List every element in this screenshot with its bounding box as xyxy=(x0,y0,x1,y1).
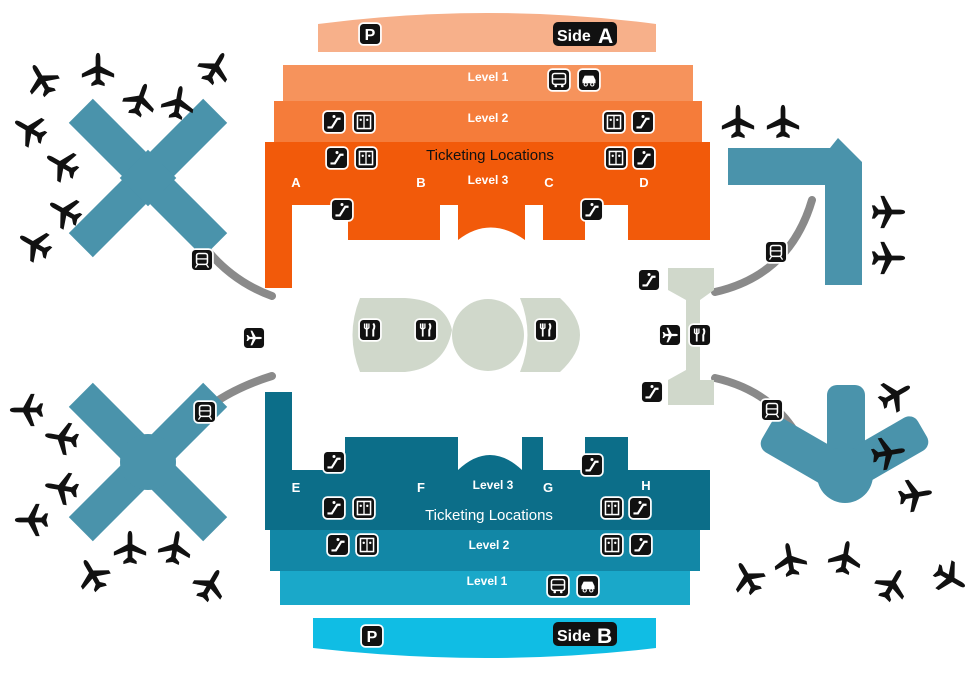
airplane-icon xyxy=(871,241,906,275)
side-b-parking-label: P xyxy=(367,629,378,646)
airplane-icon xyxy=(70,552,116,598)
escalator-icon xyxy=(322,110,346,134)
escalator-icon xyxy=(631,110,655,134)
gate-b-label: B xyxy=(416,175,425,190)
south-gate-labels: E F G H xyxy=(292,478,651,495)
tram-icon xyxy=(193,400,217,424)
elevator-icon xyxy=(600,496,624,520)
side-a-label: Side xyxy=(557,28,591,45)
airplane-icon xyxy=(12,222,58,268)
airplane-icon xyxy=(771,540,809,579)
restaurant-icon xyxy=(688,323,712,347)
airplane-icon xyxy=(9,393,44,427)
airplane-icon xyxy=(766,104,800,139)
airplane-icon xyxy=(872,372,918,418)
escalator-icon xyxy=(637,268,661,292)
airplane-icon xyxy=(658,323,682,347)
airplane-icon xyxy=(725,555,771,601)
restaurant-icon xyxy=(414,318,438,342)
escalator-icon xyxy=(632,146,656,170)
airplane-icon xyxy=(42,469,81,507)
escalator-icon xyxy=(326,533,350,557)
airplane-icon xyxy=(927,555,973,601)
north-level-3 xyxy=(265,142,710,288)
airplane-icon xyxy=(896,476,935,514)
tram-icon xyxy=(764,240,788,264)
gate-f-label: F xyxy=(417,480,425,495)
airplane-icon xyxy=(113,530,147,565)
airplane-icon xyxy=(721,104,755,139)
tram-icon xyxy=(190,248,214,272)
escalator-icon xyxy=(322,450,346,474)
airplane-icon xyxy=(826,538,864,577)
airplane-icon xyxy=(7,107,53,153)
car-icon xyxy=(576,574,600,598)
side-a-letter: A xyxy=(598,25,613,48)
gate-d-label: D xyxy=(639,175,648,190)
side-b-badge xyxy=(553,622,617,646)
car-icon xyxy=(577,68,601,92)
side-b-sign: P Side B xyxy=(360,622,617,648)
gate-g-label: G xyxy=(543,480,553,495)
airplane-icon xyxy=(156,528,194,567)
south-level-2-label: Level 2 xyxy=(469,538,510,552)
airplane-icon xyxy=(19,57,65,103)
escalator-icon xyxy=(330,198,354,222)
escalator-icon xyxy=(628,496,652,520)
south-level-labels: Level 3 Level 2 Level 1 xyxy=(467,478,514,588)
escalator-icon xyxy=(640,380,664,404)
south-level-1 xyxy=(280,571,690,605)
north-level-labels: Level 1 Level 2 Level 3 xyxy=(468,70,509,187)
bus-icon xyxy=(546,574,570,598)
elevator-icon xyxy=(355,533,379,557)
airplane-icon xyxy=(81,52,115,87)
north-level-1 xyxy=(283,65,693,101)
bus-icon xyxy=(547,68,571,92)
elevator-icon xyxy=(600,533,624,557)
side-a-badge xyxy=(553,22,617,46)
side-a-sign: P Side A xyxy=(358,22,617,48)
elevator-icon xyxy=(352,110,376,134)
elevator-icon xyxy=(602,110,626,134)
north-gate-labels: A B C D xyxy=(291,175,648,190)
airplane-icon xyxy=(42,419,81,457)
north-level-2-label: Level 2 xyxy=(468,111,509,125)
restaurant-icon xyxy=(358,318,382,342)
north-level-3-label: Level 3 xyxy=(468,173,509,187)
airplane-icon xyxy=(242,326,266,350)
south-level-3-label: Level 3 xyxy=(473,478,514,492)
airplane-icon xyxy=(869,562,915,608)
side-b-label: Side xyxy=(557,628,591,645)
airplane-icon xyxy=(119,78,162,121)
restaurant-icon xyxy=(534,318,558,342)
gate-c-label: C xyxy=(544,175,554,190)
escalator-icon xyxy=(325,146,349,170)
escalator-icon xyxy=(322,496,346,520)
elevator-icon xyxy=(354,146,378,170)
side-a-parking-label: P xyxy=(365,27,376,44)
south-terminal xyxy=(265,392,710,658)
tram-icon xyxy=(760,398,784,422)
north-level-1-label: Level 1 xyxy=(468,70,509,84)
side-b-letter: B xyxy=(597,625,612,648)
gate-a-label: A xyxy=(291,175,301,190)
south-level-1-label: Level 1 xyxy=(467,574,508,588)
north-ticketing-label: Ticketing Locations xyxy=(426,147,554,164)
gate-h-label: H xyxy=(641,478,650,493)
escalator-icon xyxy=(580,198,604,222)
airplane-icon xyxy=(14,503,49,537)
airplane-icon xyxy=(187,562,233,608)
south-ticketing-label: Ticketing Locations xyxy=(425,507,553,524)
gate-e-label: E xyxy=(292,480,301,495)
airplane-icon xyxy=(192,45,238,91)
south-level-3 xyxy=(265,392,710,530)
escalator-icon xyxy=(629,533,653,557)
elevator-icon xyxy=(352,496,376,520)
escalator-icon xyxy=(580,453,604,477)
elevator-icon xyxy=(604,146,628,170)
airplane-icon xyxy=(39,142,85,188)
airplane-icon xyxy=(871,195,906,229)
